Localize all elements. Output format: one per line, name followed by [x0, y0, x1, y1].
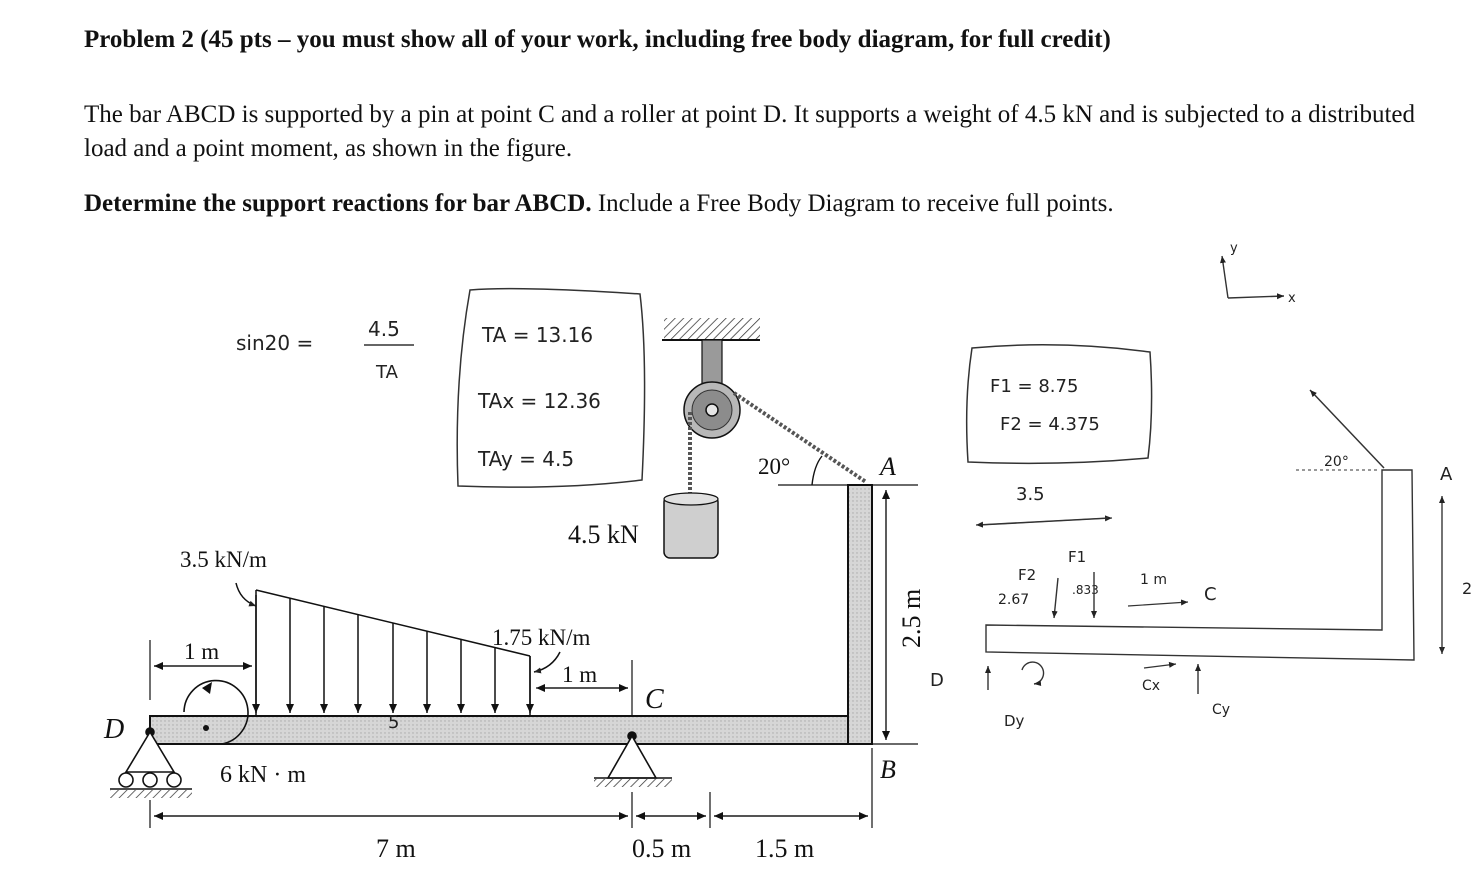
height-label: 2.5 m [897, 589, 926, 648]
weight-label: 4.5 kN [568, 520, 639, 549]
hw-sin-lhs: sin20 = [236, 331, 313, 355]
handwritten-fbd: F1 = 8.75 F2 = 4.375 3.5 F2 F1 2.67 .833… [930, 241, 1472, 730]
distributed-load [252, 589, 534, 716]
hw-five: 5 [388, 712, 399, 733]
point-moment [183, 679, 249, 745]
instruction-bold: Determine the support reactions for bar … [84, 190, 592, 217]
point-d-label: D [103, 714, 124, 745]
hw-f2-label: F2 [1018, 566, 1036, 584]
pin-support-c [594, 731, 672, 787]
problem-statement: The bar ABCD is supported by a pin at po… [84, 101, 1416, 162]
span-05m: 0.5 m [632, 834, 691, 863]
angle-label: 20° [758, 454, 790, 479]
weight-block [663, 492, 719, 559]
hw-sin-num: 4.5 [368, 317, 400, 341]
hw-267: 2.67 [998, 592, 1029, 608]
cable [732, 391, 868, 484]
hw-dy: Dy [1004, 712, 1025, 730]
load-max-label: 3.5 kN/m [180, 547, 267, 572]
hw-angle20: 20° [1324, 454, 1349, 470]
load-min-label: 1.75 kN/m [492, 625, 591, 650]
problem-instruction: Determine the support reactions for bar … [84, 190, 1114, 218]
hw-cy: Cy [1212, 702, 1230, 718]
hw-c-label: C [1204, 584, 1217, 605]
dim-1m-left: 1 m [184, 639, 219, 664]
hw-ta: TA = 13.16 [481, 323, 593, 347]
hw-axis-x: x [1288, 291, 1296, 306]
hw-tax: TAx = 12.36 [477, 389, 601, 413]
hw-two: 2 [1462, 579, 1472, 598]
hw-sin-den: TA [375, 362, 399, 383]
hw-a-label: A [1440, 464, 1453, 485]
hw-axis-y: y [1230, 241, 1238, 256]
point-a-label: A [878, 452, 896, 481]
hw-one-m: 1 m [1140, 572, 1167, 588]
hw-833: .833 [1072, 583, 1099, 597]
bar-horizontal [149, 715, 873, 745]
bar-vertical [847, 484, 873, 745]
instruction-rest: Include a Free Body Diagram to receive f… [597, 190, 1114, 217]
span-7m: 7 m [376, 834, 416, 863]
problem-title: Problem 2 (45 pts – you must show all of… [84, 26, 1111, 53]
pulley [683, 381, 741, 439]
hw-cx: Cx [1142, 678, 1160, 694]
dim-1m-right: 1 m [562, 662, 597, 687]
roller-support-d [110, 727, 192, 798]
hw-dist: 3.5 [1016, 484, 1045, 505]
hw-f1: F1 = 8.75 [990, 376, 1078, 397]
moment-label: 6 kN · m [220, 762, 306, 788]
span-15m: 1.5 m [755, 834, 814, 863]
point-c-label: C [645, 684, 664, 715]
handwritten-notes-left: sin20 = 4.5 TA TA = 13.16 TAx = 12.36 TA… [236, 287, 646, 733]
hw-d-label: D [930, 670, 944, 691]
hw-f2: F2 = 4.375 [1000, 414, 1100, 435]
point-b-label: B [880, 755, 896, 784]
hw-f1-label: F1 [1068, 548, 1086, 566]
hw-tay: TAy = 4.5 [477, 447, 574, 471]
